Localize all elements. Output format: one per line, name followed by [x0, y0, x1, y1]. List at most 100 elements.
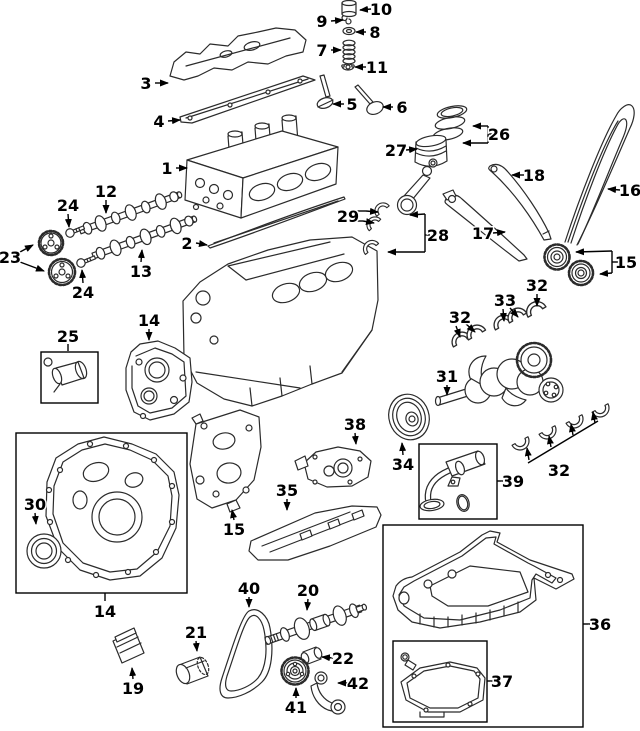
- part-spring-retainer: [342, 26, 356, 36]
- callout-36: 36: [382, 524, 613, 728]
- leader-arrow: [129, 667, 137, 680]
- callout-32: 32: [524, 274, 550, 307]
- callout-number: 5: [346, 95, 357, 114]
- part-oil-pan-baffle: [248, 505, 382, 561]
- callout-32: 32: [524, 411, 599, 481]
- part-group-box: [382, 524, 584, 728]
- part-crankshaft-front-seal: [26, 533, 62, 569]
- callout-number: 29: [337, 207, 359, 226]
- callout-24: 24: [55, 194, 81, 228]
- callout-number: 4: [153, 112, 164, 131]
- leader-arrow: [351, 432, 359, 445]
- callout-number: 13: [130, 262, 152, 281]
- leader-arrow: [230, 509, 238, 521]
- callout-38: 38: [342, 413, 368, 445]
- callout-number: 21: [185, 623, 207, 642]
- leader-arrow: [31, 512, 39, 525]
- callout-14: 14: [15, 432, 188, 622]
- leader-arrow: [590, 411, 598, 424]
- leader-arrow: [365, 207, 379, 215]
- callout-number: 9: [316, 12, 327, 31]
- callout-number: 14: [94, 602, 116, 621]
- callout-number: 11: [366, 58, 388, 77]
- leader-arrow: [330, 17, 344, 25]
- leader-arrow: [19, 261, 45, 272]
- leader-arrow: [137, 249, 145, 263]
- callout-number: 1: [161, 159, 172, 178]
- part-group-box: [40, 351, 99, 404]
- callout-number: 16: [619, 181, 640, 200]
- leader-arrow: [524, 447, 532, 461]
- leader-arrow: [19, 244, 34, 253]
- callout-39: 39: [418, 443, 526, 520]
- callout-32: 32: [447, 306, 476, 338]
- part-valve-lash-adjuster: [341, 0, 357, 18]
- callout-41: 41: [283, 687, 309, 718]
- leader-line: [527, 420, 599, 464]
- leader-arrow: [453, 325, 461, 338]
- callout-number: 37: [491, 672, 513, 691]
- leader-arrow: [321, 654, 334, 662]
- part-oil-suction-pipe: [419, 450, 486, 512]
- part-cam-phaser-sprockets: [37, 229, 77, 287]
- part-main-bearings-lower: [511, 403, 613, 454]
- callout-number: 31: [436, 367, 458, 386]
- callout-number: 25: [57, 327, 79, 346]
- callout-number: 3: [140, 74, 151, 93]
- leader-arrow: [499, 308, 507, 322]
- callout-number: 35: [276, 481, 298, 500]
- callout-10: 10: [359, 0, 394, 20]
- leader-arrow: [568, 423, 576, 436]
- leader-arrow: [167, 117, 181, 125]
- part-valve-cover: [169, 27, 307, 81]
- callout-number: 24: [57, 196, 79, 215]
- callout-35: 35: [274, 479, 300, 511]
- callout-number: 8: [369, 23, 380, 42]
- part-exhaust-camshaft: [91, 215, 198, 260]
- part-oil-pump: [294, 446, 372, 488]
- callout-14: 14: [136, 309, 162, 341]
- callout-number: 40: [238, 579, 260, 598]
- part-lower-oil-pan: [400, 661, 486, 718]
- part-spring-seat: [341, 63, 355, 71]
- leader-arrow: [79, 269, 87, 284]
- leader-arrow: [399, 442, 407, 456]
- callout-30: 30: [22, 493, 48, 525]
- callout-1: 1: [160, 157, 188, 179]
- callout-2: 2: [180, 232, 208, 254]
- leader-arrow: [599, 269, 613, 277]
- part-head-gasket: [207, 196, 346, 249]
- part-valve-keepers: [341, 15, 352, 25]
- leader-arrow: [64, 213, 72, 228]
- callout-number: 7: [316, 41, 327, 60]
- callout-26: 26: [462, 122, 512, 147]
- callout-34: 34: [390, 442, 416, 475]
- part-bushing-22: [300, 646, 323, 665]
- callout-number: 10: [370, 0, 392, 19]
- part-control-solenoid: [43, 357, 88, 393]
- leader-arrow: [192, 640, 200, 652]
- callout-18: 18: [511, 164, 547, 186]
- part-bushing-21: [175, 656, 210, 685]
- callout-4: 4: [152, 110, 181, 132]
- part-group-box: [15, 432, 188, 594]
- part-crankshaft: [434, 341, 564, 407]
- callout-number: 18: [523, 166, 545, 185]
- part-crankshaft-pulley: [388, 393, 430, 441]
- leader-arrow: [546, 435, 554, 448]
- part-chain-guide: [442, 189, 528, 262]
- callout-3: 3: [139, 72, 169, 94]
- callout-number: 36: [589, 615, 611, 634]
- callout-21: 21: [183, 621, 209, 652]
- callout-9: 9: [315, 10, 344, 32]
- callout-20: 20: [295, 579, 321, 611]
- leader-arrow: [362, 218, 375, 226]
- callout-13: 13: [128, 249, 154, 282]
- part-oil-filter: [112, 627, 145, 664]
- callout-24: 24: [70, 269, 96, 303]
- part-piston: [414, 134, 448, 168]
- part-timing-cover-plate: [189, 409, 262, 513]
- part-valve-spring: [342, 39, 356, 65]
- callout-17: 17: [470, 222, 506, 244]
- callout-22: 22: [321, 647, 356, 669]
